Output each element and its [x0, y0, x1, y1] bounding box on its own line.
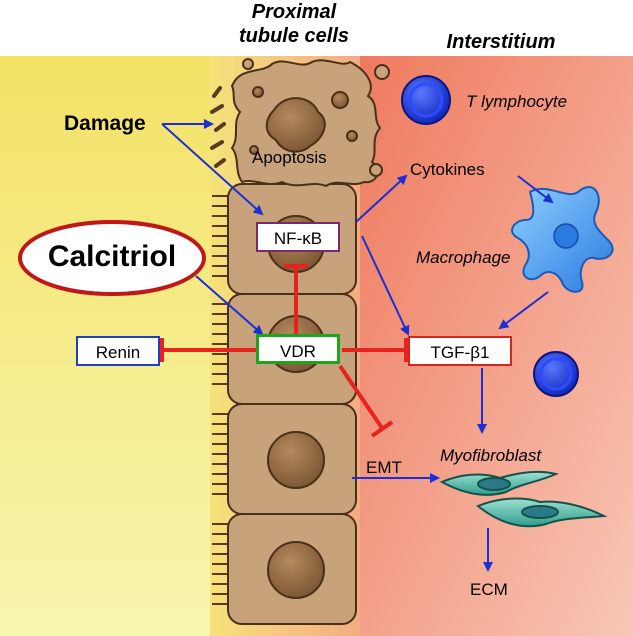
header-proximal-line1: Proximal: [251, 1, 337, 23]
lymphocyte-second: [533, 351, 579, 397]
label-t-lymphocyte: T lymphocyte: [466, 92, 568, 111]
apoptotic-cell: [230, 59, 382, 188]
label-myofibroblast: Myofibroblast: [440, 446, 542, 465]
arrow-nfkb-cytokines: [355, 174, 408, 223]
apoptotic-fragments: [210, 86, 226, 168]
arrow-damage-nfkb: [161, 123, 264, 216]
arrow-nfkb-tgf: [361, 235, 410, 336]
inhibit-vdr-emt: [338, 364, 384, 430]
calcitriol-ellipse: [18, 220, 206, 296]
label-calcitriol: Calcitriol: [47, 240, 177, 273]
header-proximal-line2: tubule cells: [238, 25, 350, 47]
macrophage-cell: [511, 185, 614, 293]
brush-border: [212, 195, 228, 605]
box-tgf-beta1: TGF-β1: [408, 336, 512, 366]
box-nfkb: NF-κB: [256, 222, 340, 252]
t-lymphocyte-cell: [401, 75, 451, 125]
myofibroblast-cells: [439, 470, 608, 528]
activation-arrows: [161, 119, 554, 572]
label-apoptosis: Apoptosis: [252, 148, 327, 167]
box-vdr: VDR: [256, 334, 340, 364]
label-cytokines: Cytokines: [410, 160, 485, 179]
header-interstitium: Interstitium: [446, 31, 556, 53]
box-renin: Renin: [76, 336, 160, 366]
inhibit-vdr-emt-bar: [370, 420, 394, 438]
label-ecm: ECM: [470, 580, 508, 599]
nucleus-4: [267, 541, 325, 599]
nucleus-3: [267, 431, 325, 489]
label-damage: Damage: [64, 112, 146, 135]
apoptotic-blebs: [242, 58, 390, 177]
label-macrophage: Macrophage: [416, 248, 511, 267]
header-proximal-tubule: Proximal tubule cells: [228, 0, 360, 48]
arrow-calcitriol-vdr: [195, 275, 264, 336]
arrow-cytokines-macrophage: [517, 175, 554, 204]
inhibition-arrows: [160, 264, 408, 438]
arrow-macrophage-tgf: [498, 291, 549, 330]
label-emt: EMT: [366, 458, 402, 477]
